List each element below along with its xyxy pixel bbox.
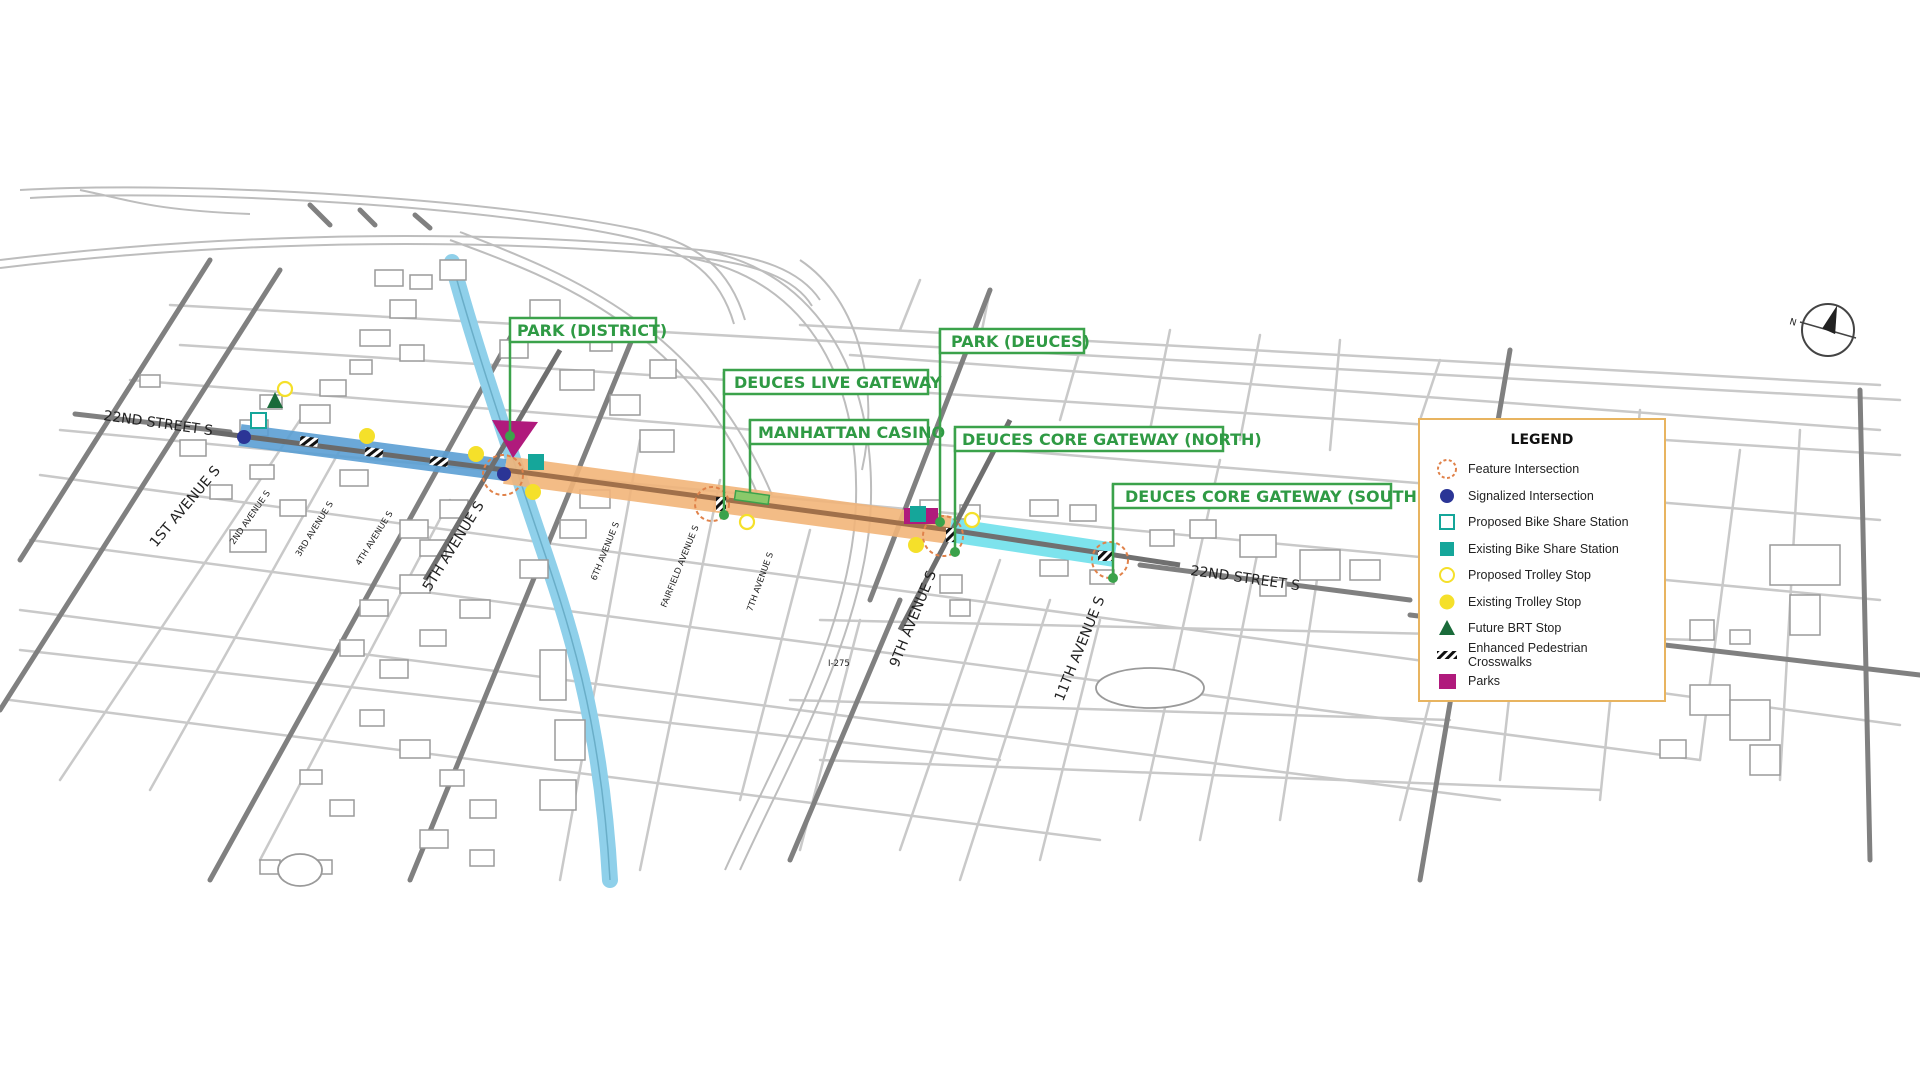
label-i-275: I-275 — [828, 659, 850, 669]
existing-bike-share-station-1 — [528, 454, 544, 470]
legend-item-proposed-trolley: Proposed Trolley Stop — [1434, 562, 1650, 589]
bike-share-stations — [250, 412, 926, 522]
feature-intersection-5th — [482, 454, 524, 496]
callout-core-gateway-south: DEUCES CORE GATEWAY (SOUTH) — [1108, 482, 1424, 583]
signalized-intersection-5th — [497, 467, 511, 481]
crosswalk-2 — [364, 446, 384, 459]
22nd-street-centerline-west — [209, 429, 506, 473]
crosswalk-1 — [299, 435, 319, 448]
legend-item-proposed-bike-share: Proposed Bike Share Station — [1434, 509, 1650, 536]
proposed-trolley-stop-1 — [276, 380, 294, 398]
future-brt-icon — [1439, 620, 1455, 636]
minor-street-grid — [8, 278, 1902, 882]
proposed-trolley-stop-3 — [963, 511, 981, 529]
callout-core-gateway-north-label: DEUCES CORE GATEWAY (NORTH) — [962, 430, 1262, 449]
compass: N — [1788, 303, 1857, 357]
legend-label: Existing Trolley Stop — [1468, 594, 1582, 609]
legend-label: Future BRT Stop — [1468, 621, 1562, 636]
legend-label: Signalized Intersection — [1468, 488, 1594, 503]
legend-item-feature-intersection: Feature Intersection — [1434, 456, 1650, 483]
legend-label: Proposed Trolley Stop — [1468, 568, 1591, 583]
callout-core-gateway-north: DEUCES CORE GATEWAY (NORTH) — [950, 425, 1262, 557]
legend-item-signalized-intersection: Signalized Intersection — [1434, 483, 1650, 510]
label-22nd-street-east: 22ND STREET S — [1189, 563, 1301, 594]
existing-trolley-stop-4 — [908, 537, 924, 553]
i-275-highway-edge — [451, 261, 611, 881]
legend-item-existing-bike-share: Existing Bike Share Station — [1434, 536, 1650, 563]
callout-core-gateway-south-label: DEUCES CORE GATEWAY (SOUTH) — [1125, 487, 1424, 506]
label-9th-avenue: 9TH AVENUE S — [887, 568, 940, 669]
feature-intersection-9th — [922, 515, 964, 557]
callout-manhattan-casino: MANHATTAN CASINO — [733, 418, 945, 506]
future-brt-stop — [267, 392, 283, 408]
manhattan-casino-building — [733, 489, 771, 506]
callout-deuces-live-gateway: DEUCES LIVE GATEWAY — [719, 368, 942, 520]
legend-item-parks: Parks — [1434, 668, 1650, 695]
callout-manhattan-casino-label: MANHATTAN CASINO — [758, 423, 945, 442]
label-1st-avenue: 1ST AVENUE S — [147, 463, 224, 551]
proposed-bike-share-station — [250, 412, 267, 429]
proposed-trolley-icon — [1439, 567, 1455, 584]
callout-park-deuces-label: PARK (DEUCES) — [951, 332, 1090, 351]
signalized-intersection-1st — [237, 430, 251, 444]
legend-title: LEGEND — [1510, 432, 1574, 448]
crosswalks — [299, 435, 1112, 561]
legend-item-crosswalks: Enhanced Pedestrian Crosswalks — [1434, 640, 1650, 669]
crosswalk-6 — [1098, 551, 1112, 561]
22nd-street-centerline-east — [949, 527, 1181, 568]
park-oval — [1095, 667, 1205, 709]
proposed-trolley-stop-2 — [738, 513, 756, 531]
roundabout — [277, 853, 323, 887]
legend-label: Feature Intersection — [1468, 462, 1580, 477]
callouts: PARK (DISTRICT) DEUCES LIVE GATEWAY MANH… — [505, 316, 1424, 583]
legend-label: Proposed Bike Share Station — [1468, 515, 1629, 530]
trolley-stops — [276, 380, 981, 553]
proposed-bike-share-icon — [1439, 514, 1455, 531]
existing-bike-share-station-2 — [910, 506, 926, 522]
legend-item-future-brt: Future BRT Stop — [1434, 615, 1650, 642]
compass-north-label: N — [1788, 317, 1797, 328]
crosswalk-5 — [946, 528, 956, 542]
parks-icon — [1439, 674, 1456, 690]
label-7th-avenue: 7TH AVENUE S — [745, 551, 776, 613]
callout-park-deuces: PARK (DEUCES) — [935, 327, 1090, 527]
existing-bike-share-icon — [1440, 541, 1454, 556]
crosswalk-3 — [429, 455, 449, 468]
callout-park-district-label: PARK (DISTRICT) — [517, 321, 667, 340]
legend-label: Enhanced Pedestrian Crosswalks — [1468, 640, 1588, 669]
map-legend: LEGEND Feature Intersection Signalized I… — [1418, 418, 1666, 702]
park-district-marker — [492, 420, 538, 458]
existing-trolley-icon — [1439, 594, 1455, 610]
crosswalk-4 — [716, 497, 726, 511]
legend-label: Parks — [1468, 674, 1500, 689]
legend-label: Existing Bike Share Station — [1468, 541, 1619, 556]
legend-item-existing-trolley: Existing Trolley Stop — [1434, 589, 1650, 616]
buildings — [139, 259, 1841, 875]
existing-trolley-stop-3 — [525, 484, 541, 500]
existing-trolley-stop-2 — [468, 446, 484, 462]
existing-trolley-stop-1 — [359, 428, 375, 444]
feature-intersection-icon — [1437, 459, 1457, 480]
callout-park-district: PARK (DISTRICT) — [505, 316, 667, 441]
callout-deuces-live-gateway-label: DEUCES LIVE GATEWAY — [734, 373, 942, 392]
crosswalk-icon — [1437, 650, 1457, 659]
signalized-intersection-icon — [1440, 488, 1454, 503]
signalized-intersections — [237, 430, 511, 481]
feature-intersection-fairfield — [694, 486, 730, 522]
